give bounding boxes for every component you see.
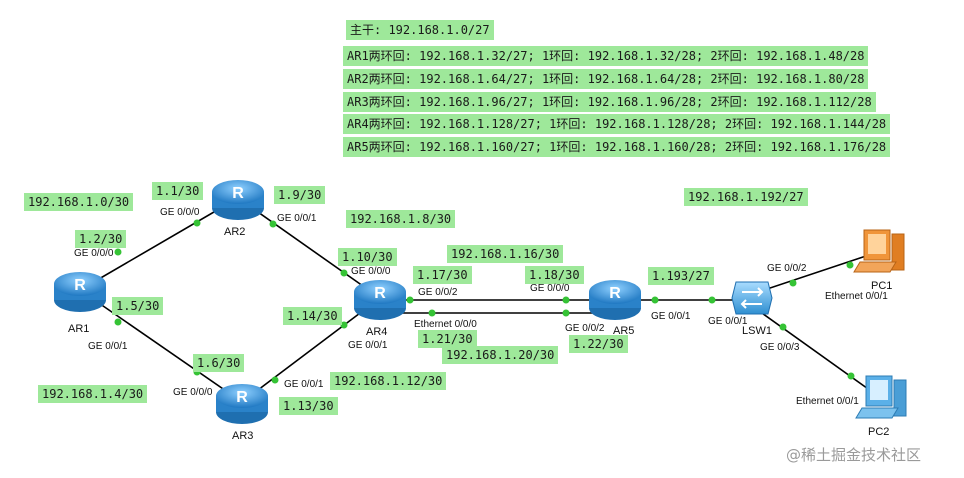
device-label-ar3: AR3 (232, 430, 254, 442)
dot (846, 261, 854, 269)
router-ar5-icon[interactable]: R (589, 280, 641, 320)
ip-label: 1.22/30 (569, 335, 628, 353)
port-label: GE 0/0/0 (351, 266, 391, 277)
dot (708, 296, 716, 304)
pc2-icon[interactable] (855, 375, 907, 419)
port-label: GE 0/0/1 (348, 340, 388, 351)
svg-text:R: R (609, 285, 621, 302)
ip-label: 1.5/30 (112, 297, 164, 315)
dot (114, 248, 122, 256)
port-label: GE 0/0/1 (284, 379, 324, 390)
ip-label: 1.1/30 (152, 182, 204, 200)
dot (847, 372, 855, 380)
svg-text:R: R (232, 185, 244, 202)
subnet-label: 192.168.1.192/27 (684, 188, 808, 206)
ip-label: 1.9/30 (274, 186, 326, 204)
plan-row-ar4: AR4两环回: 192.168.1.128/27; 1环回: 192.168.1… (343, 114, 891, 134)
plan-row-ar2: AR2两环回: 192.168.1.64/27; 1环回: 192.168.1.… (343, 69, 869, 89)
ip-label: 1.13/30 (279, 397, 338, 415)
device-label-ar5: AR5 (613, 325, 635, 337)
device-label-pc1: PC1 (871, 280, 893, 292)
link-ar2-ar4 (237, 197, 381, 299)
subnet-label: 192.168.1.16/30 (447, 245, 564, 263)
dot (779, 323, 787, 331)
ip-label: 1.14/30 (283, 307, 342, 325)
port-label: Ethernet 0/0/1 (796, 396, 859, 407)
subnet-label: 192.168.1.4/30 (38, 385, 148, 403)
port-label: GE 0/0/0 (74, 248, 114, 259)
port-label: GE 0/0/1 (708, 316, 748, 327)
switch-lsw1-icon[interactable] (731, 281, 773, 315)
device-label-pc2: PC2 (868, 426, 890, 438)
plan-row-ar1: AR1两环回: 192.168.1.32/27; 1环回: 192.168.1.… (343, 46, 869, 66)
ip-label: 1.18/30 (525, 266, 584, 284)
port-label: Ethernet 0/0/0 (414, 319, 477, 330)
port-label: GE 0/0/0 (530, 283, 570, 294)
device-label-ar2: AR2 (224, 226, 246, 238)
port-label: GE 0/0/1 (88, 341, 128, 352)
device-label-ar4: AR4 (366, 326, 388, 338)
port-label: GE 0/0/1 (277, 213, 317, 224)
plan-row-ar5: AR5两环回: 192.168.1.160/27; 1环回: 192.168.1… (343, 137, 891, 157)
dot (562, 309, 570, 317)
device-label-lsw1: LSW1 (742, 325, 772, 337)
ip-label: 1.2/30 (75, 230, 127, 248)
router-ar3-icon[interactable]: R (216, 384, 268, 424)
dot (114, 318, 122, 326)
router-ar4-icon[interactable]: R (354, 280, 406, 320)
link-sw-pc1 (751, 253, 873, 295)
link-ar3-ar4 (241, 297, 381, 403)
dot (193, 219, 201, 227)
subnet-label: 192.168.1.0/30 (24, 193, 134, 211)
router-ar1-icon[interactable]: R (54, 272, 106, 312)
dot (269, 220, 277, 228)
dot (562, 296, 570, 304)
ip-label: 1.193/27 (648, 267, 714, 285)
dot (271, 376, 279, 384)
subnet-label: 192.168.1.12/30 (330, 372, 447, 390)
dot (340, 321, 348, 329)
port-label: GE 0/0/0 (160, 207, 200, 218)
dot (340, 269, 348, 277)
plan-backbone: 主干: 192.168.1.0/27 (346, 20, 494, 40)
router-ar2-icon[interactable]: R (212, 180, 264, 220)
link-sw-pc2 (751, 305, 879, 397)
dot (428, 309, 436, 317)
port-label: GE 0/0/2 (418, 287, 458, 298)
svg-text:R: R (74, 277, 86, 294)
port-label: GE 0/0/0 (173, 387, 213, 398)
port-label: GE 0/0/1 (651, 311, 691, 322)
dot (651, 296, 659, 304)
link-ar1-ar2 (79, 197, 239, 291)
dot (789, 279, 797, 287)
svg-text:R: R (374, 285, 386, 302)
svg-text:R: R (236, 389, 248, 406)
port-label: GE 0/0/2 (767, 263, 807, 274)
ip-label: 1.17/30 (413, 266, 472, 284)
ip-label: 1.10/30 (338, 248, 397, 266)
subnet-label: 192.168.1.8/30 (346, 210, 456, 228)
link-ar1-ar3 (79, 289, 243, 403)
port-label: GE 0/0/3 (760, 342, 800, 353)
ip-label: 1.6/30 (193, 354, 245, 372)
plan-row-ar3: AR3两环回: 192.168.1.96/27; 1环回: 192.168.1.… (343, 92, 876, 112)
pc1-icon[interactable] (853, 229, 905, 273)
watermark: @稀土掘金技术社区 (786, 446, 922, 464)
link-dots (114, 219, 855, 384)
device-label-ar1: AR1 (68, 323, 90, 335)
subnet-label: 192.168.1.20/30 (442, 346, 559, 364)
port-label: Ethernet 0/0/1 (825, 291, 888, 302)
ip-label: 1.21/30 (418, 330, 477, 348)
port-label: GE 0/0/2 (565, 323, 605, 334)
dot (406, 296, 414, 304)
